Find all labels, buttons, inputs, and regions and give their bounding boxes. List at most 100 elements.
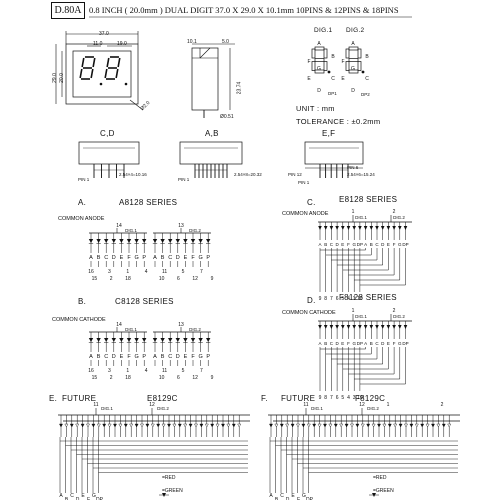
front-view-face <box>72 50 132 98</box>
pinout-seg-letter: B <box>331 54 335 60</box>
pinout-digit2-seg-c <box>357 61 362 71</box>
pinout-digit1-seg-d <box>314 69 325 74</box>
circuit-d-seg-E: E <box>341 341 344 346</box>
dim-inner: 11.0 <box>93 41 103 47</box>
pinout-seg-letter: F <box>341 59 344 65</box>
section-d-letter: D. <box>307 296 316 305</box>
circuit-b-led-E <box>119 338 124 342</box>
circuit-d-dig-1: DIG.2 <box>393 314 405 319</box>
circuit-d-seg-F: F <box>347 341 350 346</box>
front-digit2-segment-f <box>106 57 110 68</box>
section-f-series: F8129C <box>355 394 386 403</box>
circuit-b-led-E <box>183 338 188 342</box>
circuit-a-pin-num: 18 <box>125 276 131 282</box>
circuit-e-led <box>221 423 225 428</box>
pinout-digit1-seg-a <box>314 46 325 51</box>
circuit-b-pin-num: 6 <box>177 375 180 381</box>
package-ab-pin: PIN 1 <box>178 177 190 182</box>
circuit-e-led <box>204 423 209 428</box>
package-cd-pin: PIN 1 <box>78 177 90 182</box>
package-ab-label: A,B <box>205 129 219 138</box>
circuit-f-seg-D: D <box>286 497 290 500</box>
circuit-d-seg-C: C <box>375 341 379 346</box>
front-dp1 <box>99 82 103 86</box>
circuit-d-seg-C: C <box>330 341 334 346</box>
circuit-b-top-pin-1: 13 <box>178 322 184 328</box>
circuit-e-led <box>134 423 139 428</box>
circuit-e-seg-C: C <box>70 493 74 499</box>
circuit-f-top-pin-0: 11 <box>303 402 308 408</box>
circuit-c-seg-DP: DP <box>402 242 408 247</box>
circuit-b-seg-A: A <box>89 354 93 360</box>
circuit-a-seg-B: B <box>161 255 165 261</box>
circuit-c-led-C <box>329 226 334 230</box>
front-digit1-segment-b <box>92 57 96 68</box>
circuit-c-pin-num: 3 <box>353 296 356 302</box>
circuit-f-led <box>323 423 327 428</box>
circuit-d-seg-B: B <box>370 341 373 346</box>
section-a-letter: A. <box>78 198 87 207</box>
pinout-seg-letter: D <box>317 88 321 94</box>
circuit-d-seg-A: A <box>364 341 367 346</box>
circuit-d-seg-DP: DP <box>357 341 363 346</box>
header-title: 0.8 INCH ( 20.0mm ) DUAL DIGIT 37.0 X 29… <box>89 5 399 15</box>
side-view-body <box>191 47 219 111</box>
section-a-type: COMMON ANODE <box>58 216 105 222</box>
circuit-c-led-DP <box>358 226 362 230</box>
circuit-f-top-pin-2: 1 <box>387 402 390 408</box>
circuit-d-seg-G: G <box>398 341 402 346</box>
circuit-e-led <box>140 423 144 428</box>
circuit-f-led <box>350 423 354 428</box>
circuit-a-seg-P: P <box>142 255 146 261</box>
circuit-b-seg-G: G <box>134 354 138 360</box>
dim-depth: 10.1 <box>187 39 197 45</box>
circuit-b-seg-F: F <box>127 354 131 360</box>
pinout-digit2-seg-a <box>348 46 359 51</box>
circuit-e-led <box>96 423 101 428</box>
front-digit1-segment-e <box>79 68 83 79</box>
circuit-a-seg-F: F <box>191 255 195 261</box>
circuit-f-seg-B: B <box>275 497 279 500</box>
circuit-b-seg-E: E <box>120 354 124 360</box>
circuit-e-led <box>177 423 182 428</box>
circuit-b-seg-C: C <box>104 354 108 360</box>
circuit-b-led-B <box>160 338 165 342</box>
circuit-c-led-B <box>369 226 374 230</box>
circuit-e-led <box>118 423 123 428</box>
pinout-seg-letter: C <box>331 76 335 82</box>
circuit-a-led-G <box>198 239 203 243</box>
package-ef-pin1: PIN 1 <box>298 180 310 185</box>
circuit-d-pin-num: 10 <box>357 395 363 401</box>
circuit-f-seg-G: G <box>302 493 306 499</box>
circuit-c-pin-num: 7 <box>330 296 333 302</box>
circuit-b-dig-0: DIG.1 <box>125 327 137 332</box>
circuit-e-led <box>69 423 74 428</box>
pinout-seg-letter: C <box>365 76 369 82</box>
circuit-c-seg-F: F <box>393 242 396 247</box>
circuit-d-led-C <box>375 325 379 329</box>
pinout-seg-letter: A <box>351 41 355 47</box>
circuit-c-led-G <box>398 226 402 230</box>
circuit-b-led-G <box>198 338 203 342</box>
circuit-a-seg-F: F <box>127 255 131 261</box>
pinout-digit2-seg-d <box>348 69 359 74</box>
circuit-f-seg-A: A <box>269 493 273 499</box>
circuit-d-led-F <box>346 325 351 329</box>
package-ef-body <box>304 141 364 165</box>
circuit-e-seg-G: G <box>92 493 96 499</box>
circuit-a-led-P <box>142 239 147 243</box>
circuit-f-led <box>447 423 452 428</box>
section-f-legend-green: =GREEN <box>373 488 394 494</box>
pinout-seg-letter: G <box>351 66 355 72</box>
circuit-b-led-G <box>134 338 139 342</box>
circuit-d-pin-num: 6 <box>336 395 339 401</box>
dim-side-height: 23.74 <box>236 81 243 95</box>
front-digit1-segment-c <box>90 68 94 79</box>
circuit-f-led <box>425 423 430 428</box>
circuit-f-led <box>328 423 333 428</box>
circuit-d-top-pin-1: 2 <box>393 308 396 314</box>
circuit-a-led-C <box>168 239 173 243</box>
circuit-f-led <box>436 423 441 428</box>
